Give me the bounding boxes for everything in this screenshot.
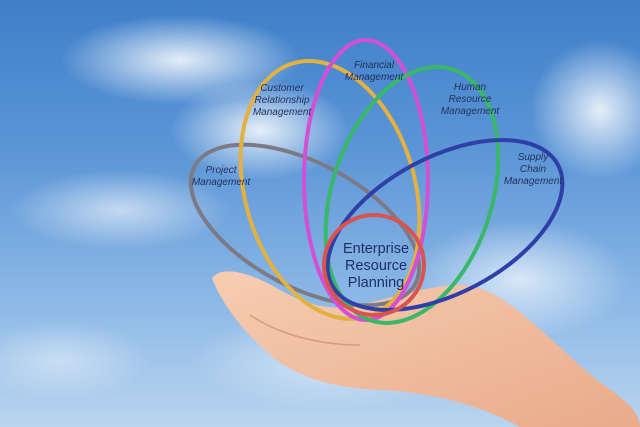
supply-chain-label: Supply Chain Management — [503, 152, 563, 187]
erp-center-ring — [322, 213, 426, 317]
customer-relationship-label: Customer Relationship Management — [252, 83, 312, 118]
human-resource-ring — [323, 65, 501, 325]
hand-crease — [249, 314, 361, 346]
project-management-label: Project Management — [191, 165, 251, 188]
cloud — [530, 40, 640, 180]
supply-chain-ring — [325, 138, 565, 312]
cloud — [0, 320, 150, 400]
erp-center-label: Enterprise Resource Planning — [342, 241, 410, 291]
human-resource-label: Human Resource Management — [440, 82, 500, 117]
financial-management-label: Financial Management — [344, 60, 404, 83]
cloud — [10, 170, 230, 250]
